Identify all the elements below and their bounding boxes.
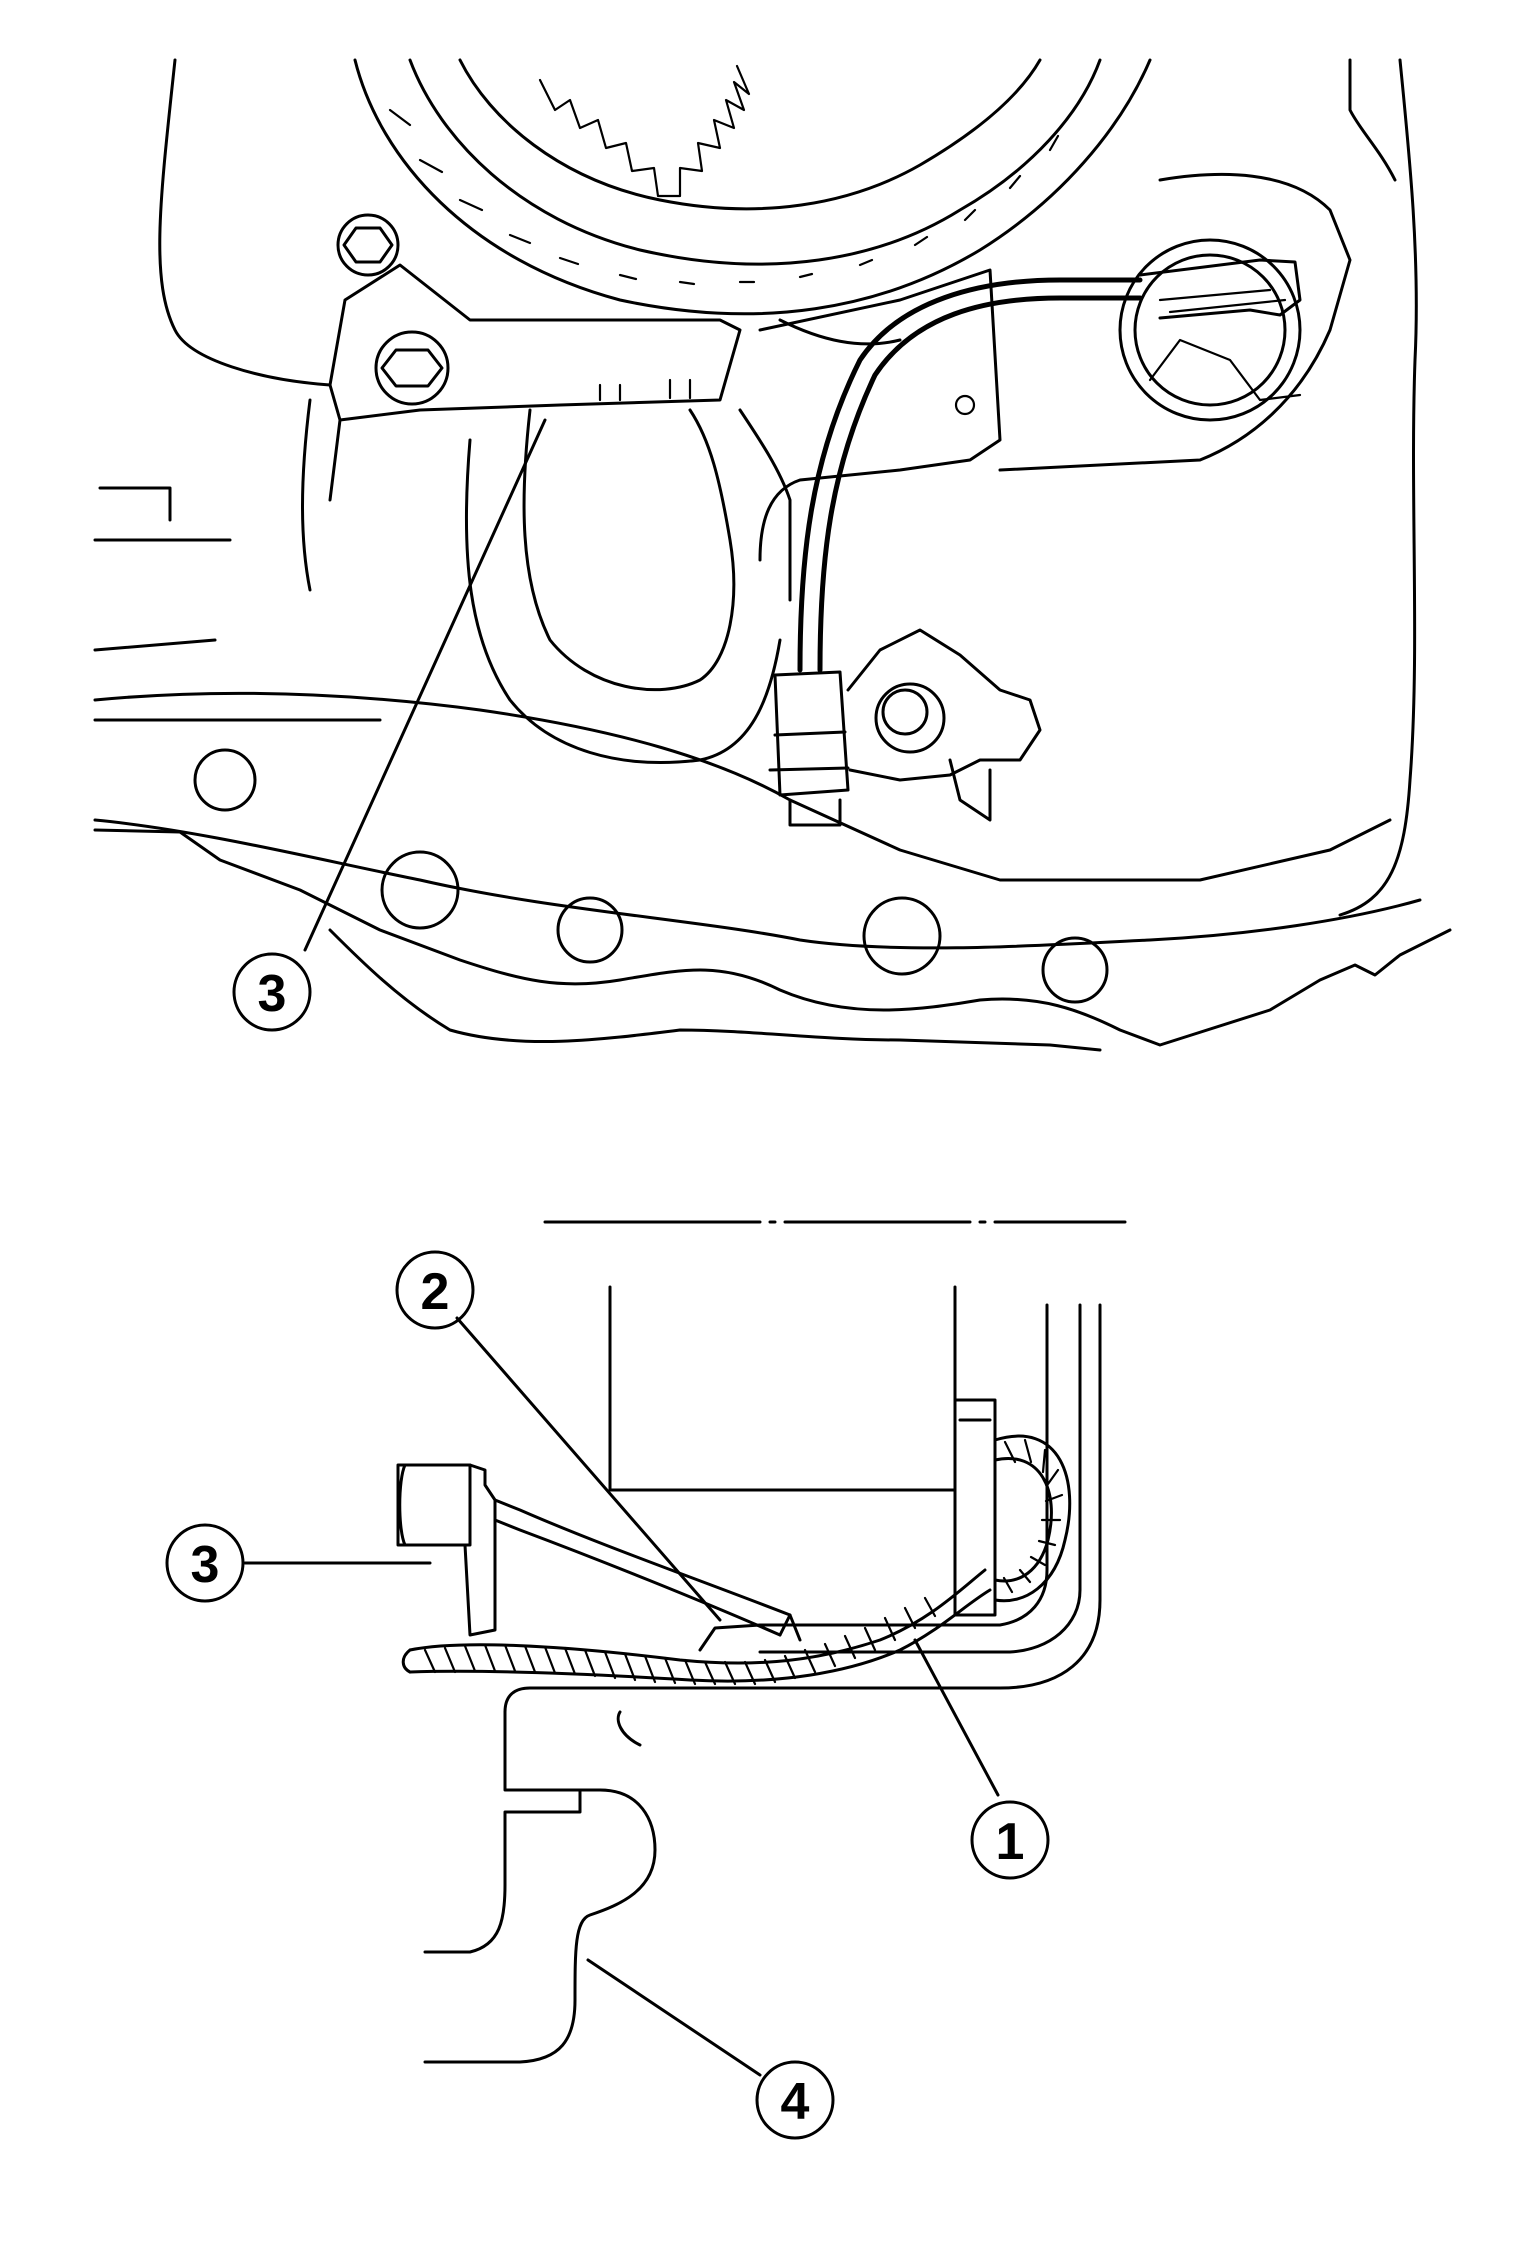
callout-label-3-lower: 3	[191, 1536, 220, 1594]
callout-circle-3-upper	[232, 952, 312, 1032]
callout-circle-4	[755, 2060, 835, 2140]
callout-circle-3-lower	[165, 1523, 245, 1603]
upper-assembly-view: 3	[93, 58, 1452, 1052]
callout-label-1: 1	[996, 1813, 1025, 1871]
callout-label-4: 4	[781, 2073, 810, 2131]
callout-circle-1	[970, 1800, 1050, 1880]
callout-label-3-upper: 3	[258, 965, 287, 1023]
callout-circle-2	[395, 1250, 475, 1330]
lower-section-view: 2 3 1 4	[165, 1220, 1127, 2140]
callout-label-2: 2	[421, 1263, 450, 1321]
